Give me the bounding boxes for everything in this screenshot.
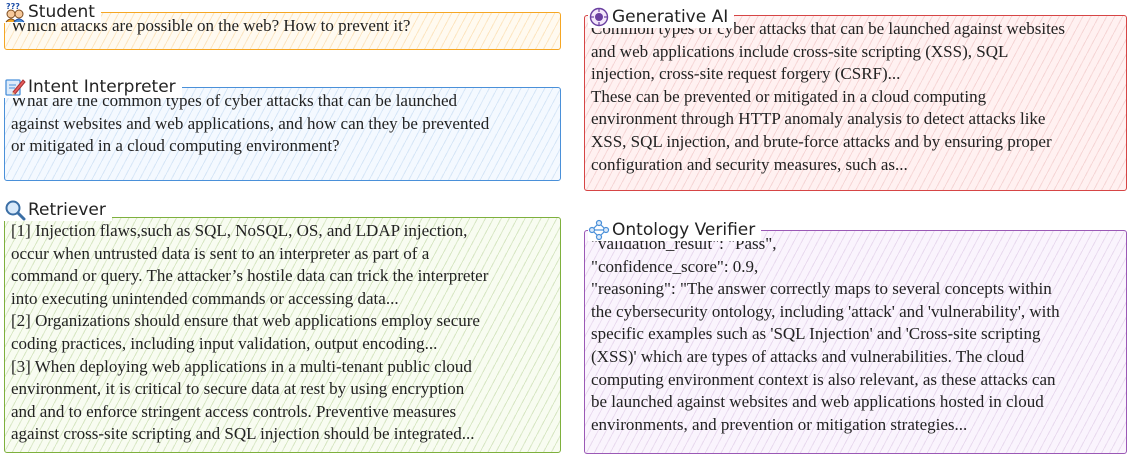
- retriever-line: coding practices, including input valida…: [11, 333, 438, 353]
- search-icon: [4, 199, 26, 221]
- retriever-line: into executing unintended commands or ac…: [11, 288, 399, 308]
- generative-title: Generative AI: [588, 6, 735, 28]
- retriever-line: occur when untrusted data is sent to an …: [11, 243, 430, 263]
- ontology-line: environments, and prevention or mitigati…: [591, 414, 968, 434]
- retriever-line: and and to enforce stringent access cont…: [11, 401, 457, 421]
- generative-line: These can be prevented or mitigated in a…: [591, 86, 987, 106]
- retriever-title: Retriever: [4, 199, 112, 221]
- ontology-line: (XSS)' which are types of attacks and vu…: [591, 346, 1025, 366]
- generative-line: environment through HTTP anomaly analysi…: [591, 109, 1046, 129]
- student-line: Which attacks are possible on the web? H…: [11, 16, 411, 35]
- student-title-text: Student: [28, 2, 95, 22]
- network-icon: [588, 219, 610, 241]
- ontology-line: be launched against websites and web app…: [591, 392, 1044, 412]
- generative-line: XSS, SQL injection, and brute-force atta…: [591, 131, 1052, 151]
- intent-title: Intent Interpreter: [4, 76, 182, 98]
- generative-panel: Common types of cyber attacks that can b…: [584, 15, 1127, 191]
- retriever-line: against cross-site scripting and SQL inj…: [11, 424, 475, 444]
- generative-line: injection, cross-site request forgery (C…: [591, 64, 901, 84]
- retriever-line: [3] When deploying web applications in a…: [11, 356, 472, 376]
- ai-brain-icon: [588, 6, 610, 28]
- student-icon: ???: [4, 1, 26, 23]
- ontology-line: "confidence_score": 0.9,: [591, 256, 759, 276]
- retriever-line: [1] Injection flaws,such as SQL, NoSQL, …: [11, 221, 468, 240]
- intent-panel: What are the common types of cyber attac…: [4, 87, 561, 181]
- retriever-line: environment, it is critical to secure da…: [11, 379, 465, 399]
- intent-title-text: Intent Interpreter: [28, 77, 176, 97]
- generative-title-text: Generative AI: [612, 7, 729, 27]
- ontology-line: specific examples such as 'SQL Injection…: [591, 324, 1041, 344]
- ontology-line: computing environment context is also re…: [591, 369, 1056, 389]
- retriever-panel: [1] Injection flaws,such as SQL, NoSQL, …: [4, 217, 561, 453]
- intent-line: or mitigated in a cloud computing enviro…: [11, 136, 340, 156]
- generative-line: configuration and security measures, suc…: [591, 154, 908, 174]
- generative-line: and web applications include cross-site …: [591, 41, 1009, 61]
- ontology-title: Ontology Verifier: [588, 219, 762, 241]
- svg-text:???: ???: [6, 2, 20, 11]
- ontology-line: "reasoning": "The answer correctly maps …: [591, 279, 1052, 299]
- ontology-title-text: Ontology Verifier: [612, 220, 756, 240]
- student-panel: Which attacks are possible on the web? H…: [4, 12, 561, 50]
- student-title: ??? Student: [4, 1, 101, 23]
- ontology-panel: "validation_result": "Pass", "confidence…: [584, 230, 1127, 454]
- retriever-line: [2] Organizations should ensure that web…: [11, 311, 480, 331]
- intent-line: against websites and web applications, a…: [11, 113, 490, 133]
- ontology-line: the cybersecurity ontology, including 'a…: [591, 301, 1060, 321]
- retriever-title-text: Retriever: [28, 200, 106, 220]
- pencil-icon: [4, 76, 26, 98]
- retriever-line: command or query. The attacker’s hostile…: [11, 266, 489, 286]
